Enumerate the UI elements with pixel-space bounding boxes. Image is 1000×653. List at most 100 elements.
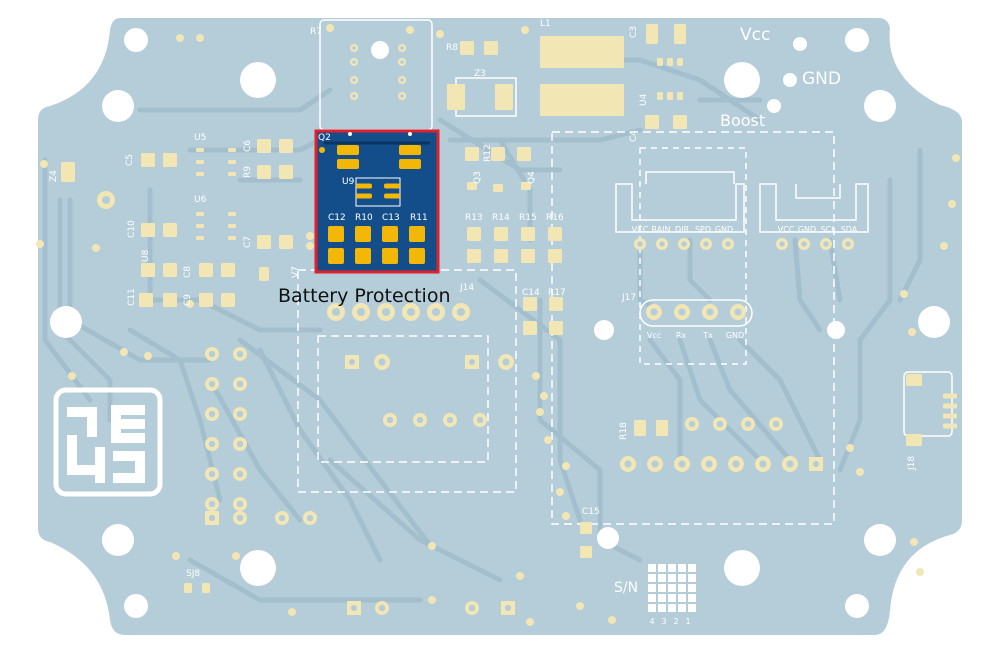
via bbox=[536, 408, 544, 416]
smd-pad bbox=[228, 212, 236, 216]
copper-pads bbox=[36, 24, 960, 626]
smd-pad bbox=[467, 249, 481, 263]
smd-pad bbox=[657, 92, 663, 100]
smd-pad bbox=[139, 293, 153, 307]
smd-pad bbox=[580, 546, 592, 558]
highlight-label-r10: R10 bbox=[355, 213, 373, 223]
sn-cell bbox=[658, 604, 666, 612]
ref-c15: C15 bbox=[582, 507, 600, 517]
serial-pin-label: Rx bbox=[676, 331, 687, 340]
smd-pad bbox=[491, 147, 505, 161]
smd-pad bbox=[460, 41, 474, 55]
smd-pad bbox=[199, 263, 213, 277]
sn-cell bbox=[688, 574, 696, 582]
smd-pad bbox=[540, 84, 624, 116]
via bbox=[306, 232, 314, 240]
via bbox=[544, 436, 552, 444]
via bbox=[916, 568, 924, 576]
smd-pad bbox=[196, 172, 204, 176]
smd-pad bbox=[279, 235, 293, 249]
via-hole bbox=[371, 41, 389, 59]
ref-sj8: SJ8 bbox=[186, 569, 200, 579]
smd-pad bbox=[674, 24, 686, 44]
smd-pad bbox=[645, 115, 659, 129]
via bbox=[436, 30, 444, 38]
ref-j14: J14 bbox=[459, 283, 474, 293]
via bbox=[326, 24, 334, 32]
via bbox=[232, 552, 240, 560]
ref-r18: R18 bbox=[619, 422, 629, 440]
smd-pad bbox=[484, 41, 498, 55]
smd-pad bbox=[548, 227, 562, 241]
smd-pad bbox=[141, 153, 155, 167]
serial-pin-label: Tx bbox=[702, 331, 713, 340]
ref-r7: R7 bbox=[310, 27, 322, 37]
smd-pad bbox=[494, 227, 508, 241]
sn-cell bbox=[688, 564, 696, 572]
via bbox=[120, 348, 128, 356]
via bbox=[562, 462, 570, 470]
highlight-label-c12: C12 bbox=[328, 213, 346, 223]
sn-cell bbox=[688, 604, 696, 612]
smd-pad bbox=[521, 249, 535, 263]
i2c-pin-label: SCL bbox=[820, 225, 836, 234]
highlight-label-c13: C13 bbox=[382, 213, 400, 223]
via bbox=[532, 372, 540, 380]
via bbox=[856, 468, 864, 476]
smd-pad bbox=[523, 297, 537, 311]
smd-pad bbox=[548, 249, 562, 263]
mounting-hole bbox=[724, 62, 760, 98]
smd-pad bbox=[228, 172, 236, 176]
via bbox=[92, 244, 100, 252]
ref-z4: Z4 bbox=[49, 170, 59, 182]
ref-r13: R13 bbox=[465, 213, 483, 223]
smd-pad bbox=[196, 224, 204, 228]
via bbox=[186, 300, 194, 308]
ref-c9: C9 bbox=[183, 294, 193, 306]
via bbox=[952, 154, 960, 162]
i2c-pin-label: SDA bbox=[841, 225, 858, 234]
logo-mark bbox=[67, 405, 145, 483]
sn-cell bbox=[658, 574, 666, 582]
via bbox=[306, 242, 314, 250]
via bbox=[940, 242, 948, 250]
via bbox=[908, 328, 916, 336]
ref-j18: J18 bbox=[907, 456, 917, 471]
ref-c11: C11 bbox=[127, 288, 137, 306]
battery-protection-title: Battery Protection bbox=[278, 285, 450, 307]
smd-pad bbox=[646, 24, 658, 44]
smd-pad bbox=[259, 267, 269, 281]
ref-u5: U5 bbox=[194, 133, 206, 143]
smd-pad bbox=[221, 263, 235, 277]
highlight-pad bbox=[382, 248, 398, 264]
smd-pad bbox=[517, 147, 531, 161]
smd-pad bbox=[943, 413, 957, 419]
smd-pad bbox=[523, 321, 537, 335]
sn-cell bbox=[678, 604, 686, 612]
wind-pin-label: RAIN bbox=[651, 225, 670, 234]
sn-cell bbox=[658, 584, 666, 592]
sn-cell bbox=[668, 574, 676, 582]
ref-c7: C7 bbox=[243, 236, 253, 248]
smd-pad bbox=[196, 212, 204, 216]
highlight-pad bbox=[384, 193, 400, 199]
smd-pad bbox=[673, 115, 687, 129]
mounting-hole bbox=[724, 550, 760, 586]
ref-r12: R12 bbox=[483, 144, 493, 162]
via bbox=[176, 34, 184, 42]
smd-pad bbox=[228, 148, 236, 152]
highlight-pad bbox=[337, 145, 359, 155]
gnd-label: GND bbox=[802, 69, 841, 89]
smd-pad bbox=[521, 182, 531, 190]
via bbox=[556, 488, 564, 496]
highlight-pad bbox=[328, 226, 344, 242]
highlight-pad bbox=[409, 248, 425, 264]
i2c-pin-label: GND bbox=[798, 225, 816, 234]
smd-pad bbox=[199, 293, 213, 307]
ref-c6: C6 bbox=[243, 140, 253, 152]
via bbox=[428, 596, 436, 604]
ref-r9: R9 bbox=[243, 166, 253, 178]
smd-pad bbox=[257, 139, 271, 153]
